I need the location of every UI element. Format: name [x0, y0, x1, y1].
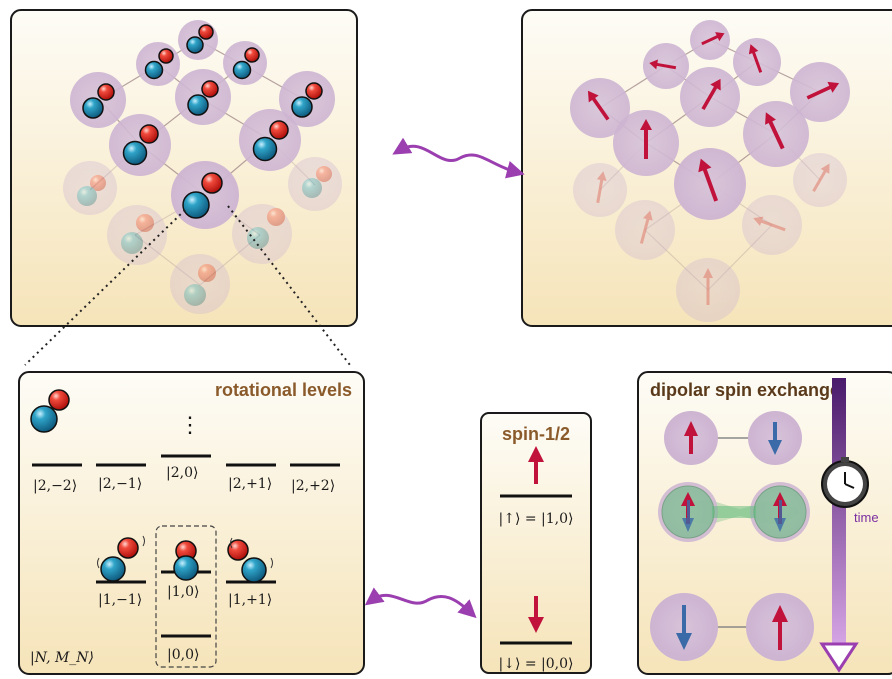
double-arrow-icon: [392, 137, 525, 179]
basis-label: |N, M_N⟩: [30, 650, 94, 666]
two-level-selection-box: [155, 525, 217, 668]
molecule-icon: [82, 24, 323, 219]
level-2-minus1: |2,−1⟩: [98, 476, 142, 492]
level-2-0: |2,0⟩: [166, 465, 198, 481]
dipolar-exchange-panel: dipolar spin exchange: [637, 371, 892, 675]
spin-lattice-panel: [521, 9, 892, 327]
rotational-levels-title: rotational levels: [215, 380, 352, 400]
ellipsis-dots: ⋮: [179, 413, 201, 438]
level-0-0: |0,0⟩: [167, 647, 199, 663]
level-2-plus2: |2,+2⟩: [291, 478, 335, 494]
level-2-minus2: |2,−2⟩: [33, 478, 77, 494]
spin-half-title: spin-1/2: [502, 424, 570, 444]
double-arrow-icon: [364, 587, 477, 619]
time-label: time: [854, 510, 879, 525]
spin-up-arrow-icon: [528, 446, 544, 484]
spin-arrow-icon: [587, 32, 840, 202]
level-1-0: |1,0⟩: [167, 584, 199, 600]
spin-half-panel: spin-1/2 |↑⟩ = |1,0⟩ |↓⟩ = |0,0⟩: [480, 412, 592, 674]
rotational-levels-panel: rotational levels ⋮ |2,−2⟩ |2,−1⟩ |2,0⟩ …: [18, 371, 365, 675]
time-arrow-head: [819, 642, 859, 673]
level-1-minus1: |1,−1⟩: [98, 592, 142, 608]
molecule-lattice-panel: [10, 9, 358, 327]
dipolar-title: dipolar spin exchange: [650, 380, 840, 400]
level-2-plus1: |2,+1⟩: [228, 476, 272, 492]
time-arrow-shaft: [832, 378, 846, 648]
clock-icon: [821, 457, 869, 508]
spin-down-arrow-icon: [528, 596, 544, 633]
spin-down-label: |↓⟩ = |0,0⟩: [499, 656, 574, 672]
spin-up-label: |↑⟩ = |1,0⟩: [499, 511, 574, 527]
level-1-plus1: |1,+1⟩: [228, 592, 272, 608]
molecule-icon: [30, 389, 70, 433]
